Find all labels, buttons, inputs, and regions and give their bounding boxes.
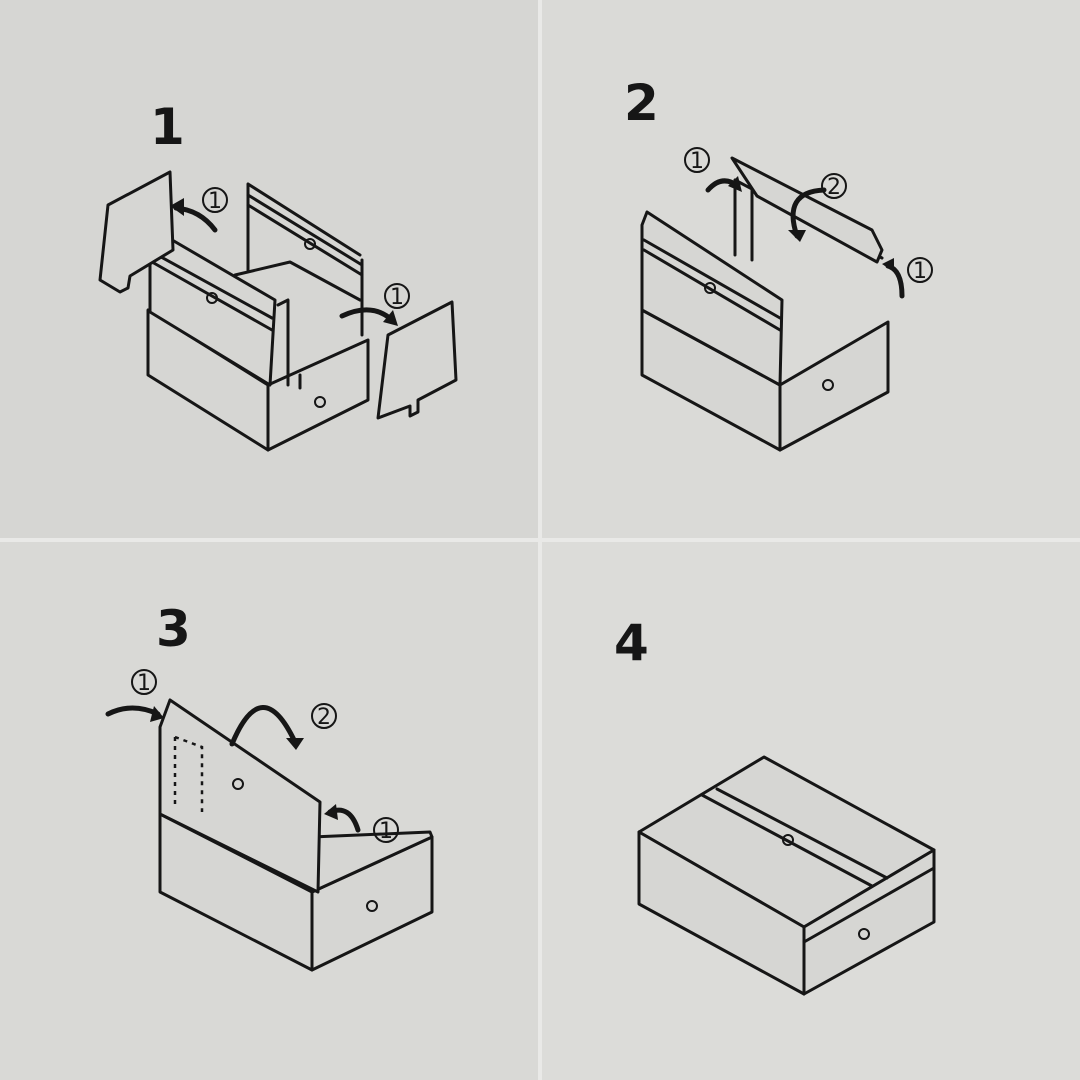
step-panel-1: 1 1 (0, 0, 538, 538)
box-front-flap (640, 210, 784, 387)
tab-dashed-outline (173, 735, 204, 812)
box-floor (233, 260, 362, 302)
front-hole-icon (822, 379, 834, 391)
step-1-illustration: 1 1 (98, 170, 458, 452)
marker-2-label: 2 (317, 705, 331, 730)
side-lid-edge (802, 866, 936, 944)
front-flap-hole-icon (232, 778, 244, 790)
box-back-flap (246, 182, 364, 337)
back-flap-hole-icon (304, 238, 316, 250)
step-number-2: 2 (624, 74, 659, 132)
box-right-wall (778, 320, 890, 452)
marker-1b-label: 1 (379, 819, 393, 844)
insert-arrow-right (339, 307, 395, 323)
marker-1-circle (131, 669, 157, 695)
front-flap-hole-icon (704, 282, 716, 294)
marker-1-circle (684, 147, 710, 173)
front-hole-icon (314, 396, 326, 408)
side-hole-icon (858, 928, 870, 940)
marker-1b-circle (907, 257, 933, 283)
arrow-head-icon (728, 176, 742, 192)
front-flap-edge (276, 298, 302, 390)
step-panel-4: 4 (542, 542, 1080, 1080)
arrow-head-icon (882, 258, 894, 272)
front-flap-hole-icon (206, 292, 218, 304)
marker-2-circle (821, 173, 847, 199)
marker-1b-circle (373, 817, 399, 843)
fold-arrow-3 (885, 263, 905, 299)
step-2-illustration: 1 2 1 (640, 147, 933, 452)
box-back-flap-fold (246, 193, 364, 277)
box-right-wall (266, 338, 370, 452)
box-front-flap (158, 698, 322, 894)
arrow-head-icon (788, 230, 806, 242)
marker-1b-circle (384, 283, 410, 309)
step-number-1: 1 (150, 98, 185, 156)
front-flap-fold (642, 238, 782, 332)
closed-box-seam (700, 787, 889, 888)
step-panel-2: 2 1 2 1 (542, 0, 1080, 538)
marker-1b-label: 1 (913, 259, 927, 284)
step-number-3: 3 (156, 600, 191, 658)
right-side-panel (376, 300, 458, 420)
marker-1-label: 1 (690, 149, 704, 174)
arrow-head-icon (286, 738, 304, 750)
step-4-illustration (637, 755, 936, 996)
arrow-head-icon (383, 310, 398, 326)
fold-arrow-2 (229, 705, 298, 747)
lid-hole-icon (782, 834, 794, 846)
marker-1-circle (202, 187, 228, 213)
arrow-head-icon (150, 706, 164, 722)
arrow-head-icon (324, 804, 338, 820)
back-top-flap (730, 156, 884, 264)
step-number-4: 4 (614, 614, 649, 672)
step-panel-3: 3 1 2 1 (0, 542, 538, 1080)
marker-2-label: 2 (827, 175, 841, 200)
fold-arrow-1 (105, 705, 161, 717)
marker-1b-label: 1 (390, 285, 404, 310)
fold-arrow-2 (790, 187, 827, 239)
arrow-head-icon (170, 198, 184, 216)
marker-2-circle (311, 703, 337, 729)
left-side-panel (98, 170, 175, 294)
step-3-illustration: 1 2 1 (105, 669, 434, 972)
marker-1-label: 1 (208, 189, 222, 214)
marker-1-label: 1 (137, 671, 151, 696)
front-flap-fold (150, 250, 274, 332)
front-hole-icon (366, 900, 378, 912)
